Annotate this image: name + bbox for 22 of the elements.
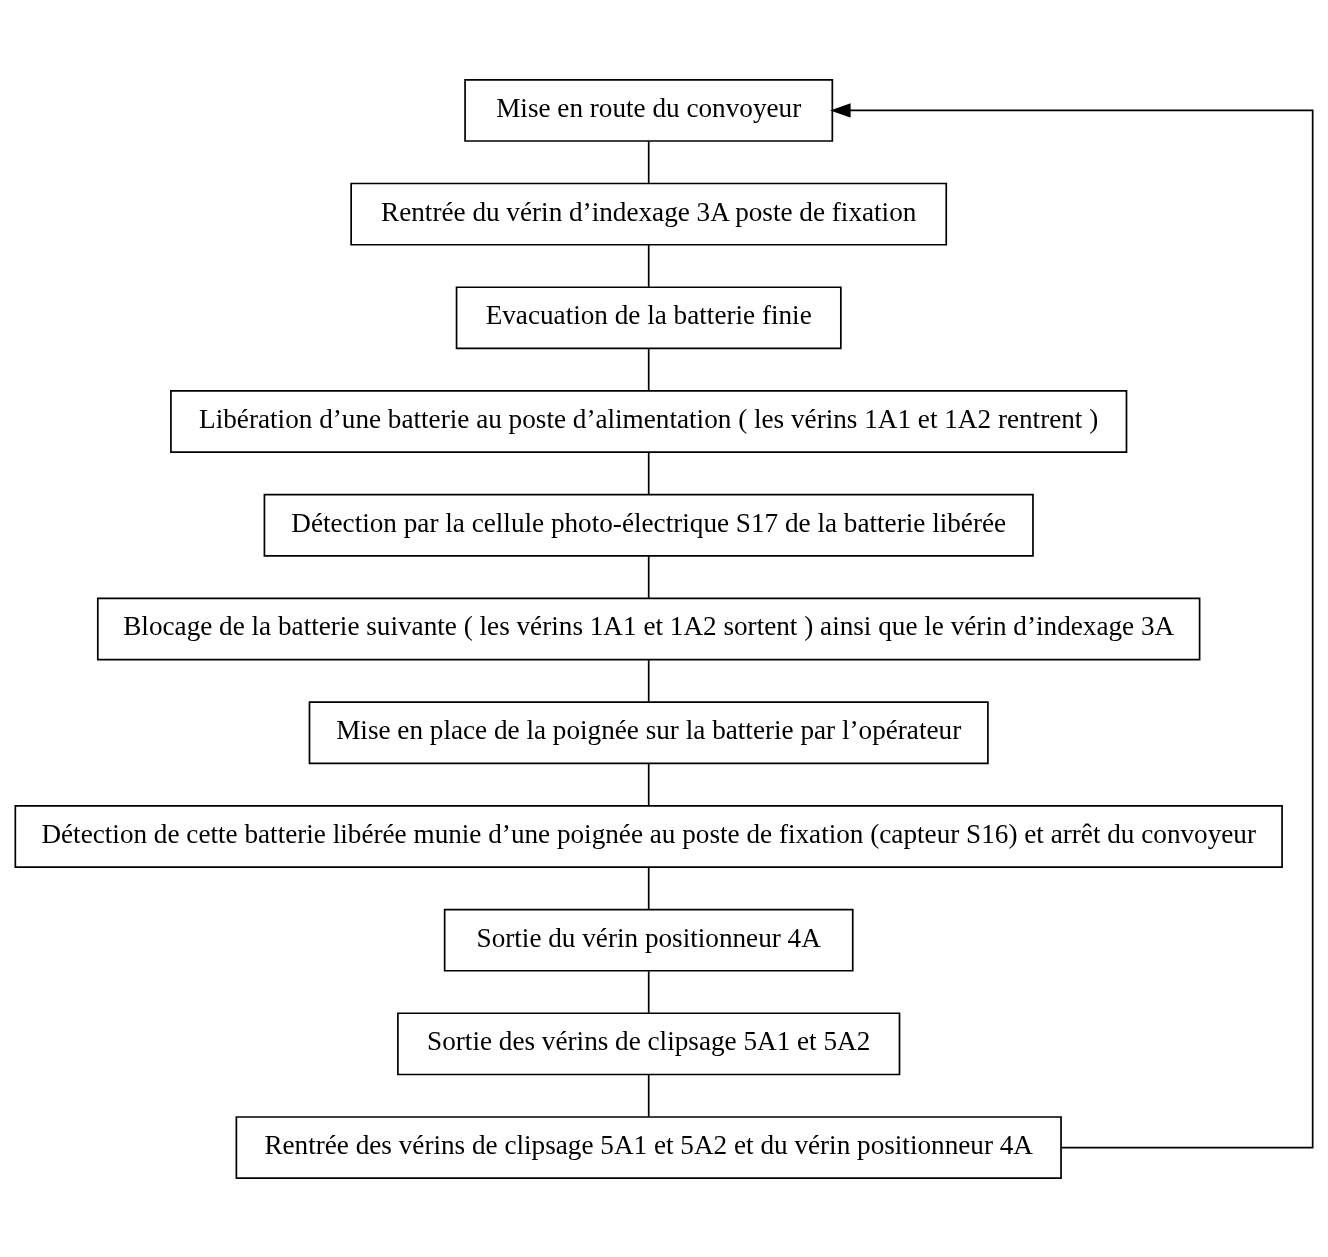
node-box: Evacuation de la batterie finie [455, 285, 842, 349]
connector [647, 866, 650, 910]
arrow [830, 102, 1314, 1148]
connector [647, 762, 650, 806]
node-box: Détection de cette batterie libérée munie d’une poignée au poste de fixation (capteur S16) et arrêt du convoyeur [14, 804, 1283, 868]
node-box: Mise en place de la poignée sur la batterie par l’opérateur [308, 700, 989, 764]
node-box: Blocage de la batterie suivante ( les vérins 1A1 et 1A2 sortent ) ainsi que le vérin d’indexage 3A [96, 597, 1201, 660]
node-box: Sortie des vérins de clipsage 5A1 et 5A2 [397, 1011, 901, 1075]
node-box: Mise en route du convoyeur [464, 78, 834, 142]
node-box: Rentrée du vérin d’indexage 3A poste de fixation [350, 182, 948, 246]
connector [647, 140, 650, 184]
connector [647, 658, 650, 702]
node-box: Détection par la cellule photo-électrique S17 de la batterie libérée [263, 493, 1034, 557]
node-box: Rentrée des vérins de clipsage 5A1 et 5A2 et du vérin positionneur 4A [235, 1115, 1062, 1179]
connector [647, 243, 650, 288]
connector [647, 451, 650, 495]
connector [647, 1073, 650, 1117]
connector [647, 555, 650, 599]
node-box: Libération d’une batterie au poste d’alimentation ( les vérins 1A1 et 1A2 rentrent ) [170, 389, 1128, 453]
connector [647, 969, 650, 1014]
connector [647, 347, 650, 391]
node-box: Sortie du vérin positionneur 4A [443, 908, 854, 972]
